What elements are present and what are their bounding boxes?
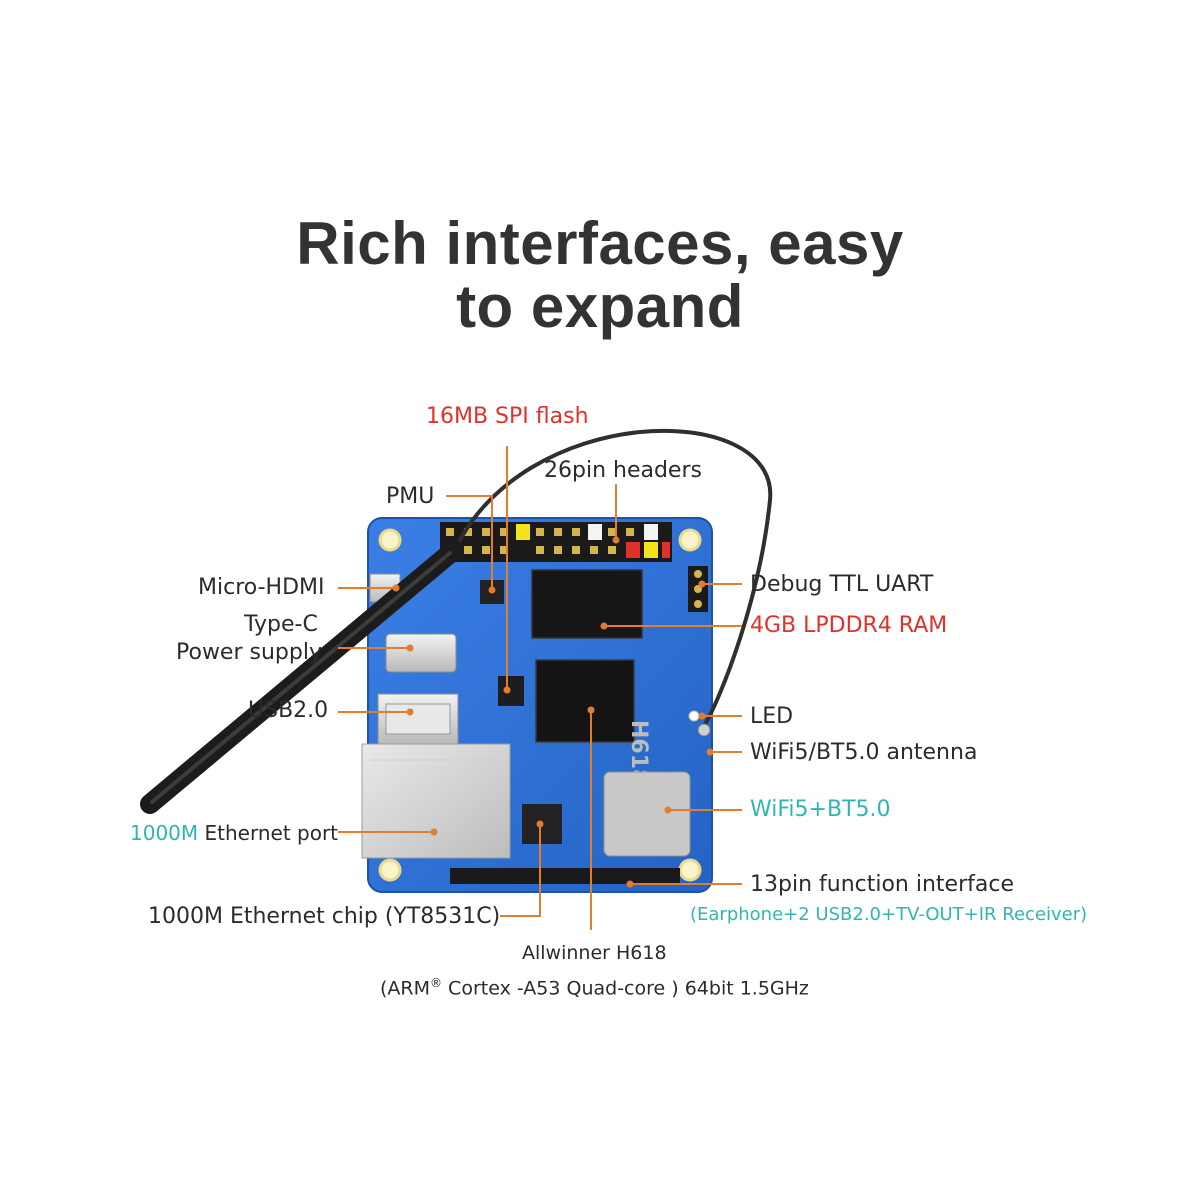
led — [688, 710, 700, 722]
mounting-holes — [378, 528, 702, 882]
page-title-line-1: Rich interfaces, easy — [296, 210, 904, 277]
label-26pin-headers: 26pin headers — [544, 458, 702, 483]
ethernet-port — [361, 743, 511, 859]
label-ram: 4GB LPDDR4 RAM — [750, 613, 948, 638]
debug-uart-pins — [688, 566, 708, 612]
leader-dots — [392, 536, 714, 888]
label-usb: USB2.0 — [248, 698, 329, 723]
pin-header-26 — [440, 522, 672, 562]
label-led: LED — [750, 704, 794, 729]
soc-chip — [535, 659, 635, 743]
ram-chip — [531, 569, 643, 639]
leader-lines — [338, 446, 742, 930]
label-13pin: 13pin function interface — [750, 872, 1014, 897]
wifi-module — [603, 771, 691, 857]
label-debug-uart: Debug TTL UART — [750, 572, 934, 597]
page-title-line-2: to expand — [456, 273, 744, 340]
pin-interface-13 — [450, 868, 680, 884]
label-wifi-module: WiFi5+BT5.0 — [750, 797, 891, 822]
label-soc-detail-b: Cortex -A53 Quad-core ) 64bit 1.5GHz — [442, 977, 809, 1000]
label-ethernet-chip: 1000M Ethernet chip (YT8531C) — [148, 904, 501, 929]
label-micro-hdmi: Micro-HDMI — [198, 575, 325, 600]
type-c-port — [385, 633, 457, 673]
label-ethernet-port-text: Ethernet port — [204, 821, 339, 845]
label-pmu: PMU — [386, 484, 435, 509]
label-ethernet-port: 1000M Ethernet port — [130, 820, 338, 846]
label-soc-detail: (ARM® Cortex -A53 Quad-core ) 64bit 1.5G… — [380, 970, 809, 1001]
label-soc: Allwinner H618 — [522, 942, 667, 964]
label-13pin-detail: (Earphone+2 USB2.0+TV-OUT+IR Receiver) — [690, 904, 1088, 925]
label-soc-detail-a: (ARM — [380, 977, 431, 1000]
label-ethernet-port-speed: 1000M — [130, 821, 199, 845]
antenna-cable — [450, 428, 773, 728]
label-type-c: Type-C — [244, 612, 318, 637]
label-power-supply: Power supply — [176, 640, 322, 665]
spi-flash-chip — [498, 676, 524, 706]
label-spi-flash: 16MB SPI flash — [426, 404, 589, 429]
label-antenna: WiFi5/BT5.0 antenna — [750, 740, 978, 765]
registered-mark: ® — [430, 976, 443, 990]
